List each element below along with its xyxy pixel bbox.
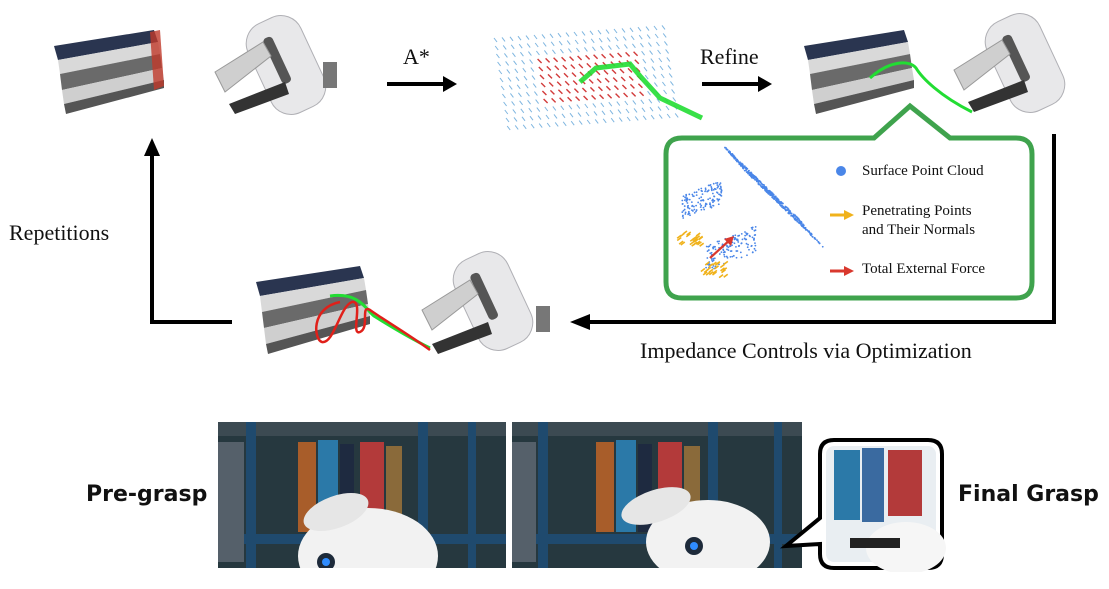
- legend-surface-label: Surface Point Cloud: [862, 163, 984, 179]
- book-refined: [796, 24, 916, 120]
- gripper-refined: [944, 10, 1094, 120]
- final-grasp-label: Final Grasp: [958, 482, 1099, 507]
- legend-penetrating-label-2: and Their Normals: [862, 222, 976, 238]
- gripper-initial: [205, 12, 355, 122]
- legend-penetrating-label-1: Penetrating Points: [862, 203, 972, 219]
- refine-label: Refine: [700, 44, 759, 69]
- astar-label: A*: [403, 44, 430, 69]
- legend-force-arrow: [830, 264, 854, 276]
- final-photo: [512, 422, 802, 584]
- pregrasp-photo: [218, 422, 506, 589]
- gripper-optimized: [412, 248, 562, 360]
- pregrasp-label: Pre-grasp: [86, 482, 208, 507]
- refine-arrow: [702, 74, 772, 94]
- legend-force-label: Total External Force: [862, 261, 986, 277]
- legend-penetrating-arrow: [830, 208, 854, 220]
- legend-callout: [660, 98, 1040, 304]
- legend-surface-dot: [836, 166, 846, 176]
- vector-field: [484, 18, 704, 136]
- book-initial: [46, 24, 166, 120]
- impedance-label: Impedance Controls via Optimization: [640, 338, 972, 363]
- point-cloud-illustration: [670, 141, 830, 296]
- refined-trajectory: [860, 56, 980, 116]
- final-zoom-callout: [778, 436, 948, 574]
- repetitions-label: Repetitions: [9, 220, 110, 245]
- loop-arrows: [144, 134, 1056, 330]
- optimized-trajectory: [300, 286, 440, 356]
- astar-arrow: [387, 74, 457, 94]
